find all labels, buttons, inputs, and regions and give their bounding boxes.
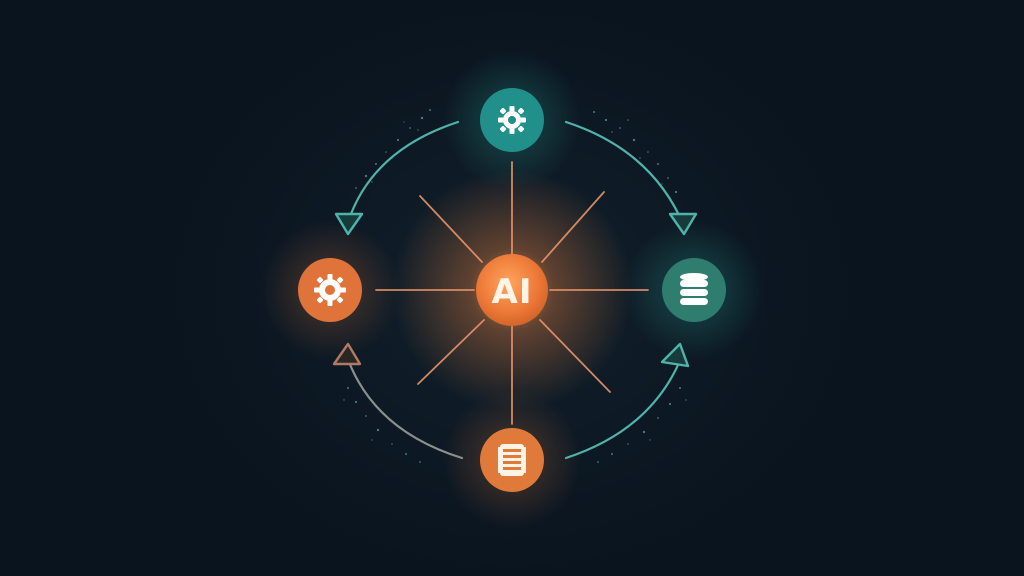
arrowheads <box>332 212 698 368</box>
node-top <box>480 88 544 152</box>
arc-top-to-right <box>564 120 686 228</box>
arc-bottom-to-left <box>344 352 464 460</box>
cycle-arrows <box>344 120 686 460</box>
database-icon <box>680 273 708 305</box>
ai-hub-circle <box>476 254 548 326</box>
arrowhead-left-lower <box>332 342 362 366</box>
node-right <box>662 258 726 322</box>
hub-spokes <box>375 161 649 425</box>
arrowhead-right-upper <box>668 212 698 236</box>
arrowhead-right-lower <box>660 342 690 368</box>
arc-bottom-to-right <box>564 354 684 460</box>
node-bottom <box>480 428 544 492</box>
spoke-up-left <box>419 195 483 263</box>
gear-icon <box>498 106 526 134</box>
ai-hub-label: AI <box>492 272 533 312</box>
particle-speckles <box>343 109 687 463</box>
spoke-up-right <box>541 191 605 263</box>
arrowhead-left-upper <box>334 212 364 236</box>
arc-top-to-left <box>346 120 460 224</box>
ai-hub: AI <box>476 254 548 326</box>
spoke-down-left <box>417 319 485 385</box>
node-left <box>298 258 362 322</box>
document-stack-icon <box>498 444 526 476</box>
spoke-down-right <box>539 319 611 393</box>
cog-icon <box>314 274 346 306</box>
